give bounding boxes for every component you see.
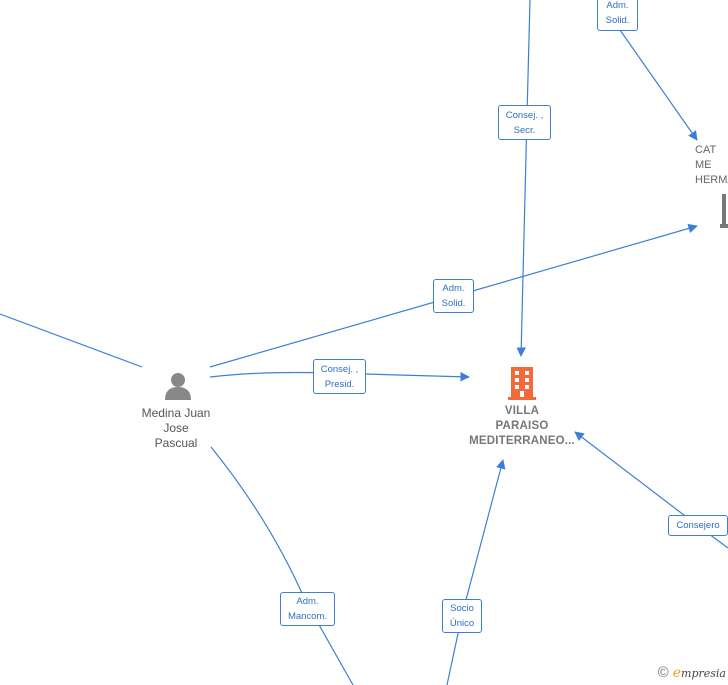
footer-brand: © empresia	[658, 664, 726, 681]
building-icon[interactable]	[720, 194, 728, 233]
copyright-icon: ©	[657, 664, 669, 681]
edge-adm-solid-top	[619, 29, 698, 141]
edge-adm-mancom	[210, 446, 354, 685]
edge-left-person	[0, 313, 143, 368]
edge-consej-secr	[516, 0, 531, 357]
edge-label-consej-secr[interactable]: Consej. , Secr.	[498, 105, 551, 140]
company-main-label[interactable]: VILLA PARAISO MEDITERRANEO...	[469, 405, 575, 447]
edge-label-adm-solid-person[interactable]: Adm. Solid.	[433, 279, 474, 313]
person-icon[interactable]	[163, 372, 193, 405]
edge-label-socio-unico[interactable]: Socio Único	[442, 599, 482, 633]
edge-label-adm-mancom[interactable]: Adm. Mancom.	[280, 592, 335, 626]
edge-label-consejero[interactable]: Consejero	[668, 515, 728, 536]
edge-socio-unico	[446, 459, 506, 685]
building-icon[interactable]	[506, 365, 538, 406]
edge-label-consej-presid[interactable]: Consej. , Presid.	[313, 359, 366, 394]
edge-label-adm-solid-top[interactable]: Adm. Solid.	[597, 0, 638, 31]
person-main-label[interactable]: Medina Juan Jose Pascual	[141, 406, 211, 450]
brand-logo: empresia	[672, 664, 726, 681]
